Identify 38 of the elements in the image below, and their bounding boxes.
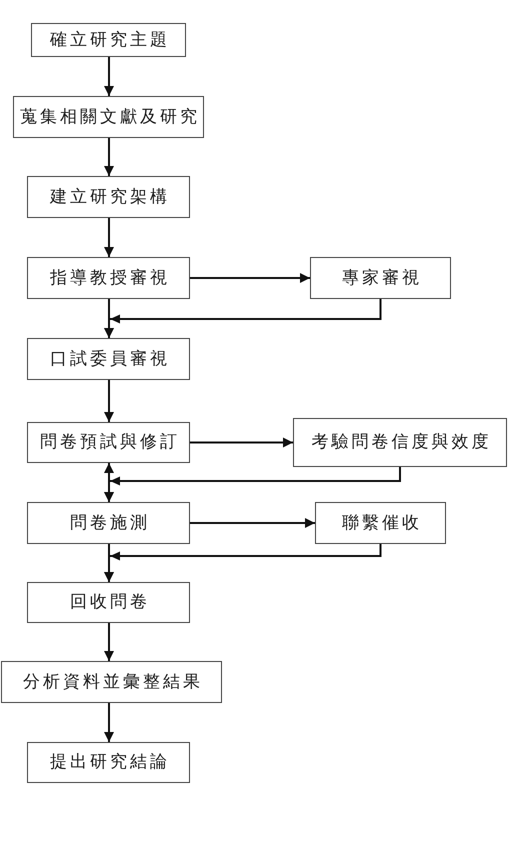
step-text: 建立研究架構 bbox=[50, 186, 170, 208]
flow-arrow bbox=[104, 218, 114, 257]
process-box bbox=[315, 502, 446, 544]
flow-arrow bbox=[104, 57, 114, 96]
step-text: 提出研究結論 bbox=[50, 752, 170, 773]
flow-arrow bbox=[190, 518, 315, 528]
step-text: 確立研究主題 bbox=[50, 30, 170, 50]
return-arrow bbox=[104, 544, 382, 582]
process-box bbox=[1, 661, 222, 703]
step-text: 考驗問卷信度與效度 bbox=[312, 432, 492, 453]
flow-arrow bbox=[104, 623, 114, 661]
step-text: 問卷施測 bbox=[70, 512, 150, 534]
process-box bbox=[27, 502, 190, 544]
return-arrow bbox=[104, 467, 401, 502]
return-arrow bbox=[104, 299, 382, 338]
process-box bbox=[27, 257, 190, 299]
process-box bbox=[27, 176, 190, 218]
step-text: 回收問卷 bbox=[70, 592, 150, 613]
step-text: 指導教授審視 bbox=[50, 268, 170, 288]
process-box bbox=[27, 742, 190, 783]
step-text: 聯繫催收 bbox=[342, 512, 422, 534]
flow-arrow bbox=[104, 138, 114, 176]
process-box bbox=[27, 422, 190, 463]
flow-arrow bbox=[104, 380, 114, 422]
process-box bbox=[27, 338, 190, 380]
step-text: 專家審視 bbox=[342, 268, 422, 288]
flow-arrow bbox=[190, 438, 293, 448]
process-box bbox=[13, 96, 204, 138]
step-text: 問卷預試與修訂 bbox=[40, 432, 180, 453]
process-box bbox=[293, 418, 507, 467]
step-text: 分析資料並彙整結果 bbox=[23, 672, 203, 692]
step-text: 口試委員審視 bbox=[50, 348, 170, 370]
step-text: 蒐集相關文獻及研究 bbox=[20, 106, 200, 128]
flow-arrow bbox=[104, 703, 114, 742]
process-box bbox=[310, 257, 451, 299]
process-box bbox=[27, 582, 190, 623]
flow-arrow bbox=[190, 273, 310, 283]
process-box bbox=[31, 23, 186, 57]
